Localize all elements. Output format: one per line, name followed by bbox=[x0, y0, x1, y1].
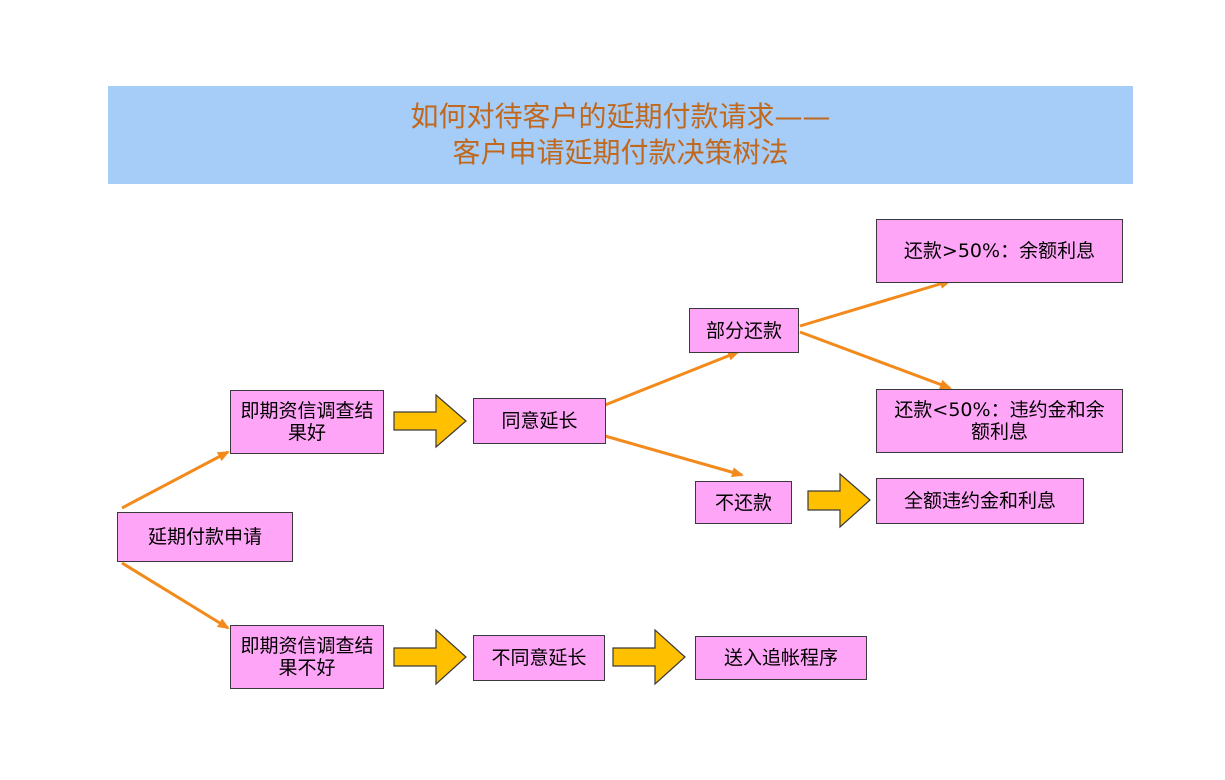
arrow-agree-to-nopay bbox=[604, 434, 744, 478]
arrow-apply-to-good bbox=[121, 450, 230, 510]
node-partial: 部分还款 bbox=[689, 308, 799, 353]
node-credit-good: 即期资信调查结果好 bbox=[230, 390, 384, 454]
node-under-50: 还款<50%：违约金和余额利息 bbox=[876, 389, 1123, 453]
title-banner: 如何对待客户的延期付款请求—— 客户申请延期付款决策树法 bbox=[108, 86, 1133, 184]
node-disagree: 不同意延长 bbox=[473, 635, 605, 681]
arrow-agree-to-partial bbox=[604, 350, 740, 407]
block-arrow-nopay-to-full bbox=[807, 472, 871, 529]
node-no-pay: 不还款 bbox=[695, 481, 792, 524]
title-line-2: 客户申请延期付款决策树法 bbox=[452, 136, 789, 169]
arrow-apply-to-bad bbox=[121, 561, 230, 630]
node-over-50: 还款>50%：余额利息 bbox=[876, 219, 1123, 283]
arrow-partial-to-over50 bbox=[799, 279, 952, 328]
title-line-1: 如何对待客户的延期付款请求—— bbox=[410, 100, 831, 133]
arrow-partial-to-under50 bbox=[799, 330, 952, 390]
block-arrow-disagree-to-collection bbox=[612, 628, 686, 686]
node-collection: 送入追帐程序 bbox=[695, 636, 867, 680]
node-apply: 延期付款申请 bbox=[117, 512, 293, 562]
node-credit-bad: 即期资信调查结果不好 bbox=[230, 625, 384, 689]
block-arrow-good-to-agree bbox=[393, 393, 467, 449]
block-arrow-bad-to-disagree bbox=[393, 628, 467, 686]
node-full-penalty: 全额违约金和利息 bbox=[876, 478, 1084, 524]
node-agree: 同意延长 bbox=[473, 398, 606, 444]
